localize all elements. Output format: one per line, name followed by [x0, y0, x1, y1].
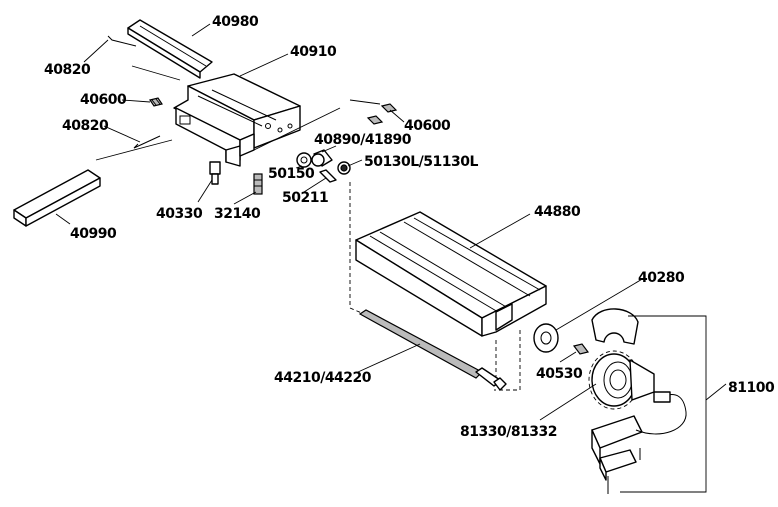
part-40600-right-screws	[366, 103, 398, 125]
part-40600-left-screw	[149, 97, 163, 107]
part-50211-pin	[319, 169, 337, 183]
label-40820-mid: 40820	[62, 118, 109, 134]
part-50130-nut	[337, 161, 351, 175]
part-44210-leadscrew	[358, 309, 507, 391]
label-40330: 40330	[156, 206, 203, 222]
part-81100-motor-assembly	[588, 308, 687, 494]
label-50150: 50150	[268, 166, 315, 182]
label-32140: 32140	[214, 206, 261, 222]
part-32140-screw	[253, 173, 263, 195]
part-40820-mid-pin	[133, 135, 161, 149]
label-40820-top: 40820	[44, 62, 91, 78]
label-40990: 40990	[70, 226, 117, 242]
label-40600-right: 40600	[404, 118, 451, 134]
label-40890: 40890/41890	[314, 132, 412, 148]
label-40530: 40530	[536, 366, 583, 382]
part-40530-screw	[572, 343, 590, 355]
part-40330-bolt	[209, 161, 221, 185]
part-40980-gib	[127, 19, 213, 79]
label-81100: 81100	[728, 380, 775, 396]
label-40600-left: 40600	[80, 92, 127, 108]
part-40890-bushing	[311, 149, 333, 167]
label-81330: 81330/81332	[460, 424, 557, 440]
label-44880: 44880	[534, 204, 581, 220]
part-40820-top-pin	[107, 35, 137, 47]
label-50130: 50130L/51130L	[364, 154, 478, 170]
part-44880-table	[355, 211, 547, 337]
label-50211: 50211	[282, 190, 328, 206]
label-44210: 44210/44220	[274, 370, 372, 386]
part-40280-collar	[533, 323, 559, 353]
part-40910-saddle	[173, 73, 301, 167]
label-40280: 40280	[638, 270, 685, 286]
part-40990-gib	[13, 169, 101, 227]
label-40980: 40980	[212, 14, 259, 30]
part-50150-washer	[296, 152, 312, 168]
label-40910: 40910	[290, 44, 337, 60]
